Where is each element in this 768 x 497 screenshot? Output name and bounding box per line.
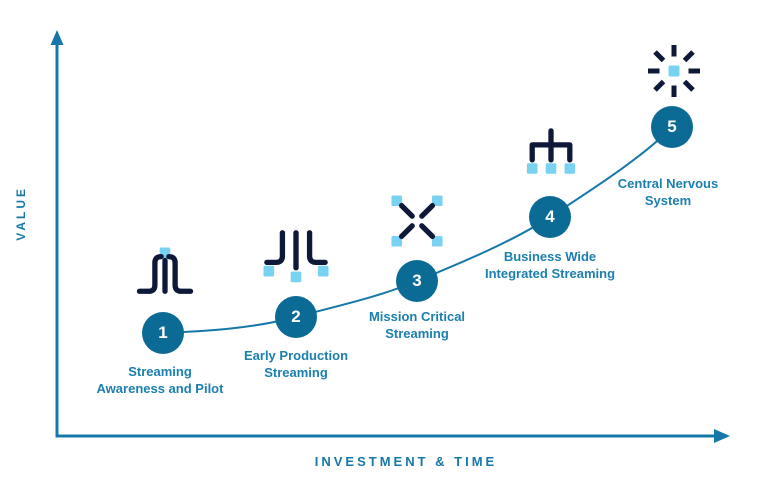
stage-marker-1: 1 [142,312,184,354]
stage-marker-2: 2 [275,296,317,338]
stage-number: 3 [412,271,422,290]
x-axis-label: INVESTMENT & TIME [314,454,498,469]
stage-label-2: Early Production Streaming [243,348,349,380]
stage-label-3: Mission Critical Streaming [368,309,466,341]
multi-stream-split-icon [263,230,329,286]
stage-number: 4 [545,207,555,226]
y-axis-arrow-icon [50,30,64,45]
stage-number: 2 [291,307,301,326]
stage-label-1: Streaming Awareness and Pilot [96,364,224,396]
stage-number: 1 [158,323,168,342]
stage-marker-5: 5 [651,106,693,148]
axis-lines [55,42,716,438]
stage-number: 5 [667,117,677,136]
integration-hierarchy-icon [524,128,578,182]
stage-label-4: Business Wide Integrated Streaming [484,249,616,281]
y-axis-label: VALUE [14,186,28,241]
stage-label-5: Central Nervous System [617,176,719,208]
distributed-streams-icon [390,194,444,248]
stage-marker-3: 3 [396,260,438,302]
stage-marker-4: 4 [529,196,571,238]
central-starburst-icon [646,43,702,99]
stream-pipeline-icon [136,246,194,298]
x-axis-arrow-icon [714,429,730,443]
